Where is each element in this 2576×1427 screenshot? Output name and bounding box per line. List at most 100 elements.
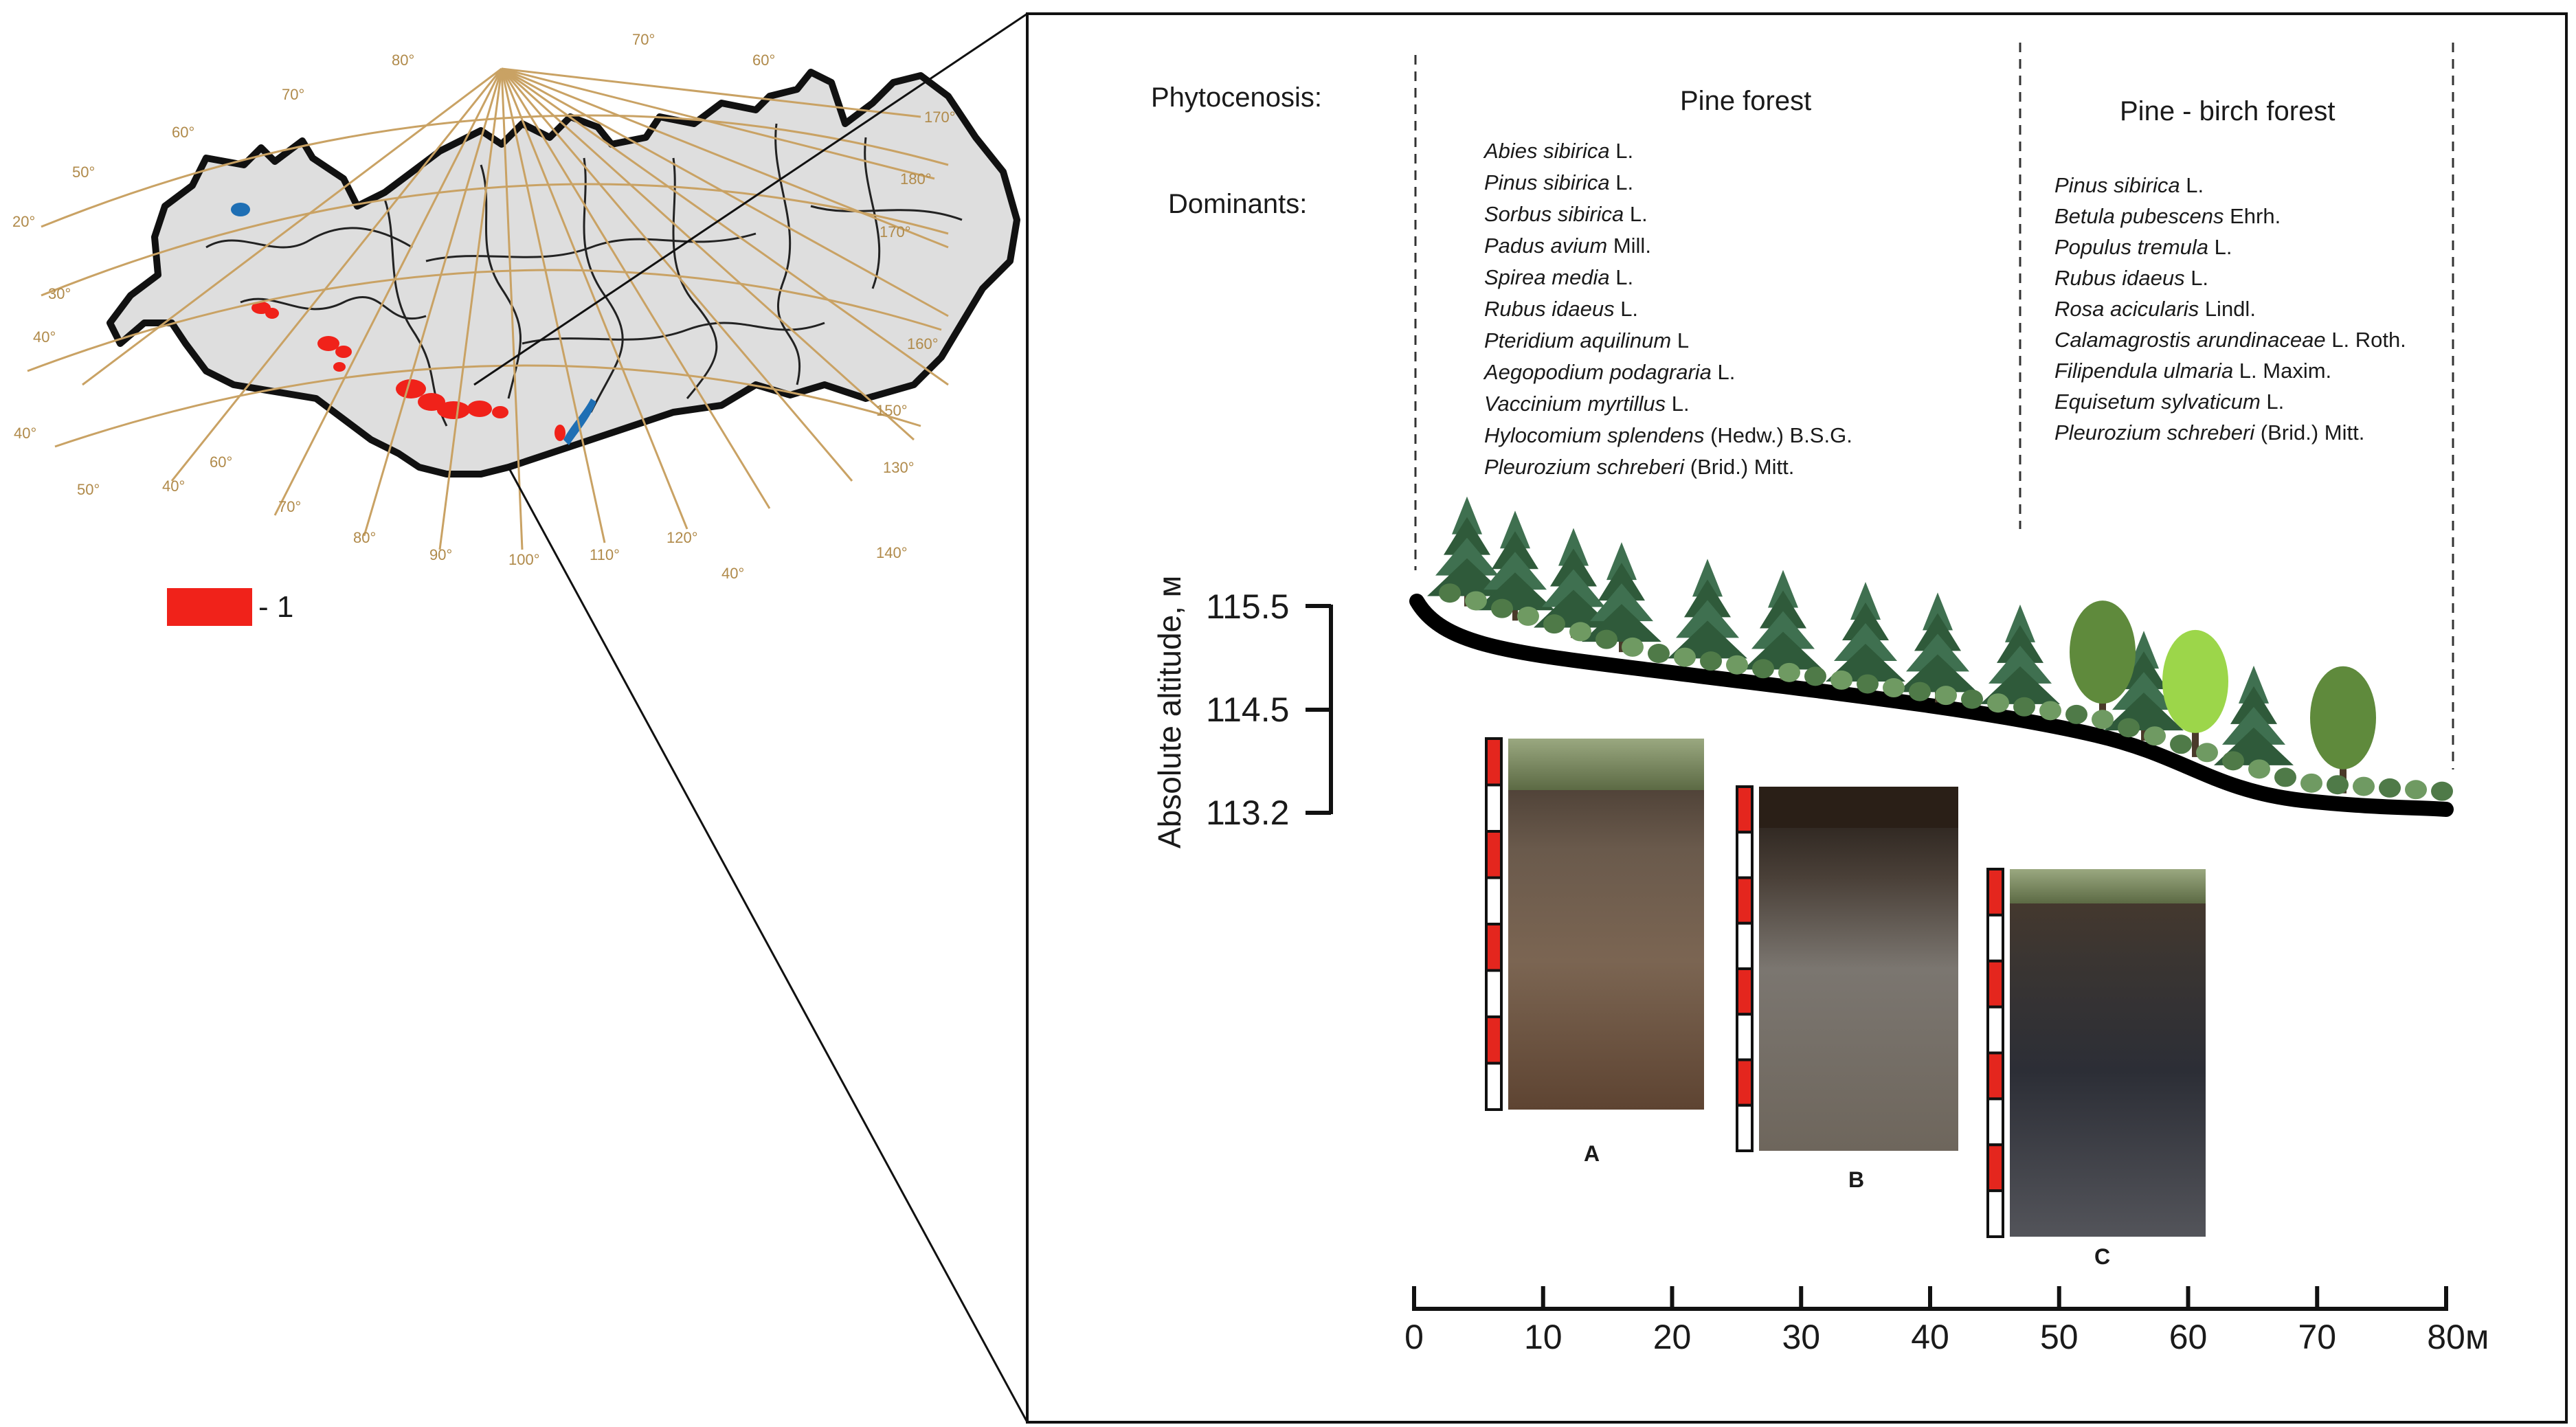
species-author: Mill. [1607,234,1651,258]
species-entry: Pinus sibirica L. [1484,170,1633,194]
grid-label: 40° [162,477,185,495]
distance-tick-label: 20 [1653,1318,1692,1356]
shrub [2379,778,2401,798]
species-latin-name: Rubus idaeus [1484,297,1615,321]
species-author: L. Maxim. [2233,359,2331,383]
shrub [1622,637,1644,657]
species-latin-name: Pleurozium schreberi [2054,420,2255,445]
altitude-axis: 115.5 114.5 113.2 Absolute altitude, м [1152,576,1333,849]
species-latin-name: Spirea media [1484,265,1610,289]
distance-tick-label: 60 [2169,1318,2208,1356]
species-author: L. [1624,202,1647,226]
grid-label: 90° [429,546,452,563]
shrub [1465,591,1487,611]
shrub [2222,751,2244,771]
species-entry: Pinus sibirica L. [2054,173,2204,197]
deciduous-tree [2310,666,2376,794]
graticule [27,67,949,550]
species-author: L. [1610,170,1633,194]
shrub [1517,606,1539,626]
altitude-tick-label: 114.5 [1206,690,1289,729]
species-entry: Filipendula ulmaria L. Maxim. [2054,359,2331,383]
grid-label: 40° [721,565,744,582]
species-author: L. [1610,139,1633,163]
soil-profile-label-a: A [1584,1141,1600,1166]
grid-label: 60° [752,52,775,69]
species-latin-name: Populus tremula [2054,235,2208,259]
species-author: L. [1666,392,1689,416]
shrub [2013,697,2035,717]
species-author: L. [1610,265,1633,289]
shrub [2327,775,2349,795]
phytocenosis-label: Phytocenosis: [1151,82,1322,113]
ground-surface [1409,594,2454,817]
species-latin-name: Betula pubescens [2054,204,2224,228]
distance-tick-label: 80 [2427,1318,2465,1356]
grid-label: 50° [72,164,95,181]
shrub [2248,759,2270,779]
altitude-tick-label: 113.2 [1206,794,1289,832]
species-latin-name: Calamagrostis arundinaceae [2054,328,2326,352]
shrub [1648,644,1670,664]
deciduous-tree [2162,629,2228,757]
distance-tick-label: 30 [1782,1318,1820,1356]
shrub [2196,743,2218,763]
species-author: (Hedw.) B.S.G. [1704,423,1852,447]
forest-name-pine: Pine forest [1680,86,1811,116]
grid-label: 30° [48,285,71,302]
species-author: L. [2261,390,2284,414]
species-list-pine-birch: Pinus sibirica L.Betula pubescens Ehrh.P… [2054,173,2406,445]
soil-profile-label-b: B [1848,1167,1864,1192]
species-entry: Aegopodium podagraria L. [1483,360,1735,384]
dominants-label: Dominants: [1168,189,1307,219]
grid-label: 70° [278,498,301,515]
grid-label: 80° [392,52,414,69]
distance-tick-label: 50 [2040,1318,2079,1356]
grid-label: 140° [876,544,908,561]
species-list-pine: Abies sibirica L.Pinus sibirica L.Sorbus… [1483,139,1852,479]
species-latin-name: Pinus sibirica [2054,173,2180,197]
grid-label: 50° [77,481,100,498]
distance-tick-label: 40 [1911,1318,1949,1356]
species-entry: Equisetum sylvaticum L. [2054,390,2284,414]
grid-label: 130° [883,459,915,476]
grid-label: 20° [12,213,35,230]
lakes [231,203,596,445]
grid-label: 110° [590,546,620,563]
shrub [1830,670,1852,690]
species-author: L. [1712,360,1735,384]
species-entry: Rubus idaeus L. [1484,297,1638,321]
grid-label: 170° [880,223,911,240]
study-areas [251,302,565,441]
grid-label: 60° [172,124,194,141]
soil-profile-b [1759,787,1958,1151]
leader-line [473,12,1028,386]
shrub [2353,776,2375,796]
distance-tick-label: 70 [2298,1318,2336,1356]
species-entry: Padus avium Mill. [1484,234,1651,258]
species-author: L. Roth. [2326,328,2406,352]
shrub [1778,662,1800,682]
soil-profile-label-c: C [2094,1244,2110,1269]
species-latin-name: Aegopodium podagraria [1483,360,1712,384]
grid-label: 40° [33,328,56,346]
species-entry: Sorbus sibirica L. [1484,202,1648,226]
species-latin-name: Abies sibirica [1483,139,1610,163]
species-latin-name: Pleurozium schreberi [1484,455,1685,479]
altitude-axis-title: Absolute altitude, м [1152,576,1187,849]
conifer-tree [1475,510,1555,621]
soil-profile-c [2010,869,2206,1237]
grid-label: 60° [210,453,232,471]
species-latin-name: Rosa acicularis [2054,297,2199,321]
species-entry: Vaccinium myrtillus L. [1484,392,1690,416]
species-author: L. [2185,266,2208,290]
vegetation [1427,496,2453,801]
species-latin-name: Filipendula ulmaria [2054,359,2233,383]
species-entry: Calamagrostis arundinaceae L. Roth. [2054,328,2406,352]
grid-label: 180° [900,170,932,188]
shrub [1961,689,1983,709]
russia-map: 50° 60° 70° 80° 70° 60° 170° 180° 170° 1… [12,12,1029,1423]
species-entry: Abies sibirica L. [1483,139,1633,163]
species-latin-name: Vaccinium myrtillus [1484,392,1666,416]
